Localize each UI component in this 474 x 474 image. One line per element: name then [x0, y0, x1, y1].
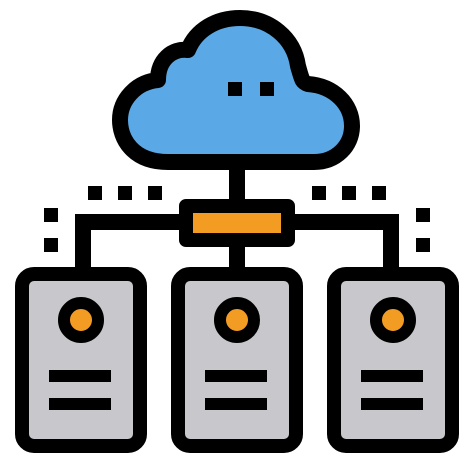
server-slot: [205, 370, 267, 382]
signal-dot: [118, 186, 132, 200]
signal-dots: [44, 186, 430, 252]
server-icon: [327, 267, 459, 453]
signal-dot: [312, 186, 326, 200]
server-slot: [361, 398, 423, 410]
right-vertical-line: [383, 214, 399, 270]
signal-dot: [148, 186, 162, 200]
signal-dot: [416, 208, 430, 222]
right-horizontal-line: [288, 214, 399, 230]
hub-box: [179, 199, 295, 247]
signal-dot: [88, 186, 102, 200]
cloud-dot: [260, 82, 274, 96]
server-indicator: [214, 297, 260, 343]
server-slot: [49, 370, 111, 382]
cloud-icon: [112, 10, 360, 170]
left-vertical-line: [75, 214, 91, 270]
server-slot: [361, 370, 423, 382]
hub-connector-line: [229, 240, 245, 270]
cloud-dot: [228, 82, 242, 96]
signal-dot: [342, 186, 356, 200]
server-slot: [49, 398, 111, 410]
signal-dot: [416, 238, 430, 252]
network-lines: [75, 162, 399, 270]
server-icon: [15, 267, 147, 453]
server-indicator: [370, 297, 416, 343]
left-horizontal-line: [75, 214, 186, 230]
cloud-connector-line: [229, 162, 245, 206]
signal-dot: [44, 238, 58, 252]
server-slot: [205, 398, 267, 410]
signal-dot: [372, 186, 386, 200]
signal-dot: [44, 208, 58, 222]
network-hub-icon: [179, 199, 295, 247]
server-indicator: [58, 297, 104, 343]
server-icon: [171, 267, 303, 453]
